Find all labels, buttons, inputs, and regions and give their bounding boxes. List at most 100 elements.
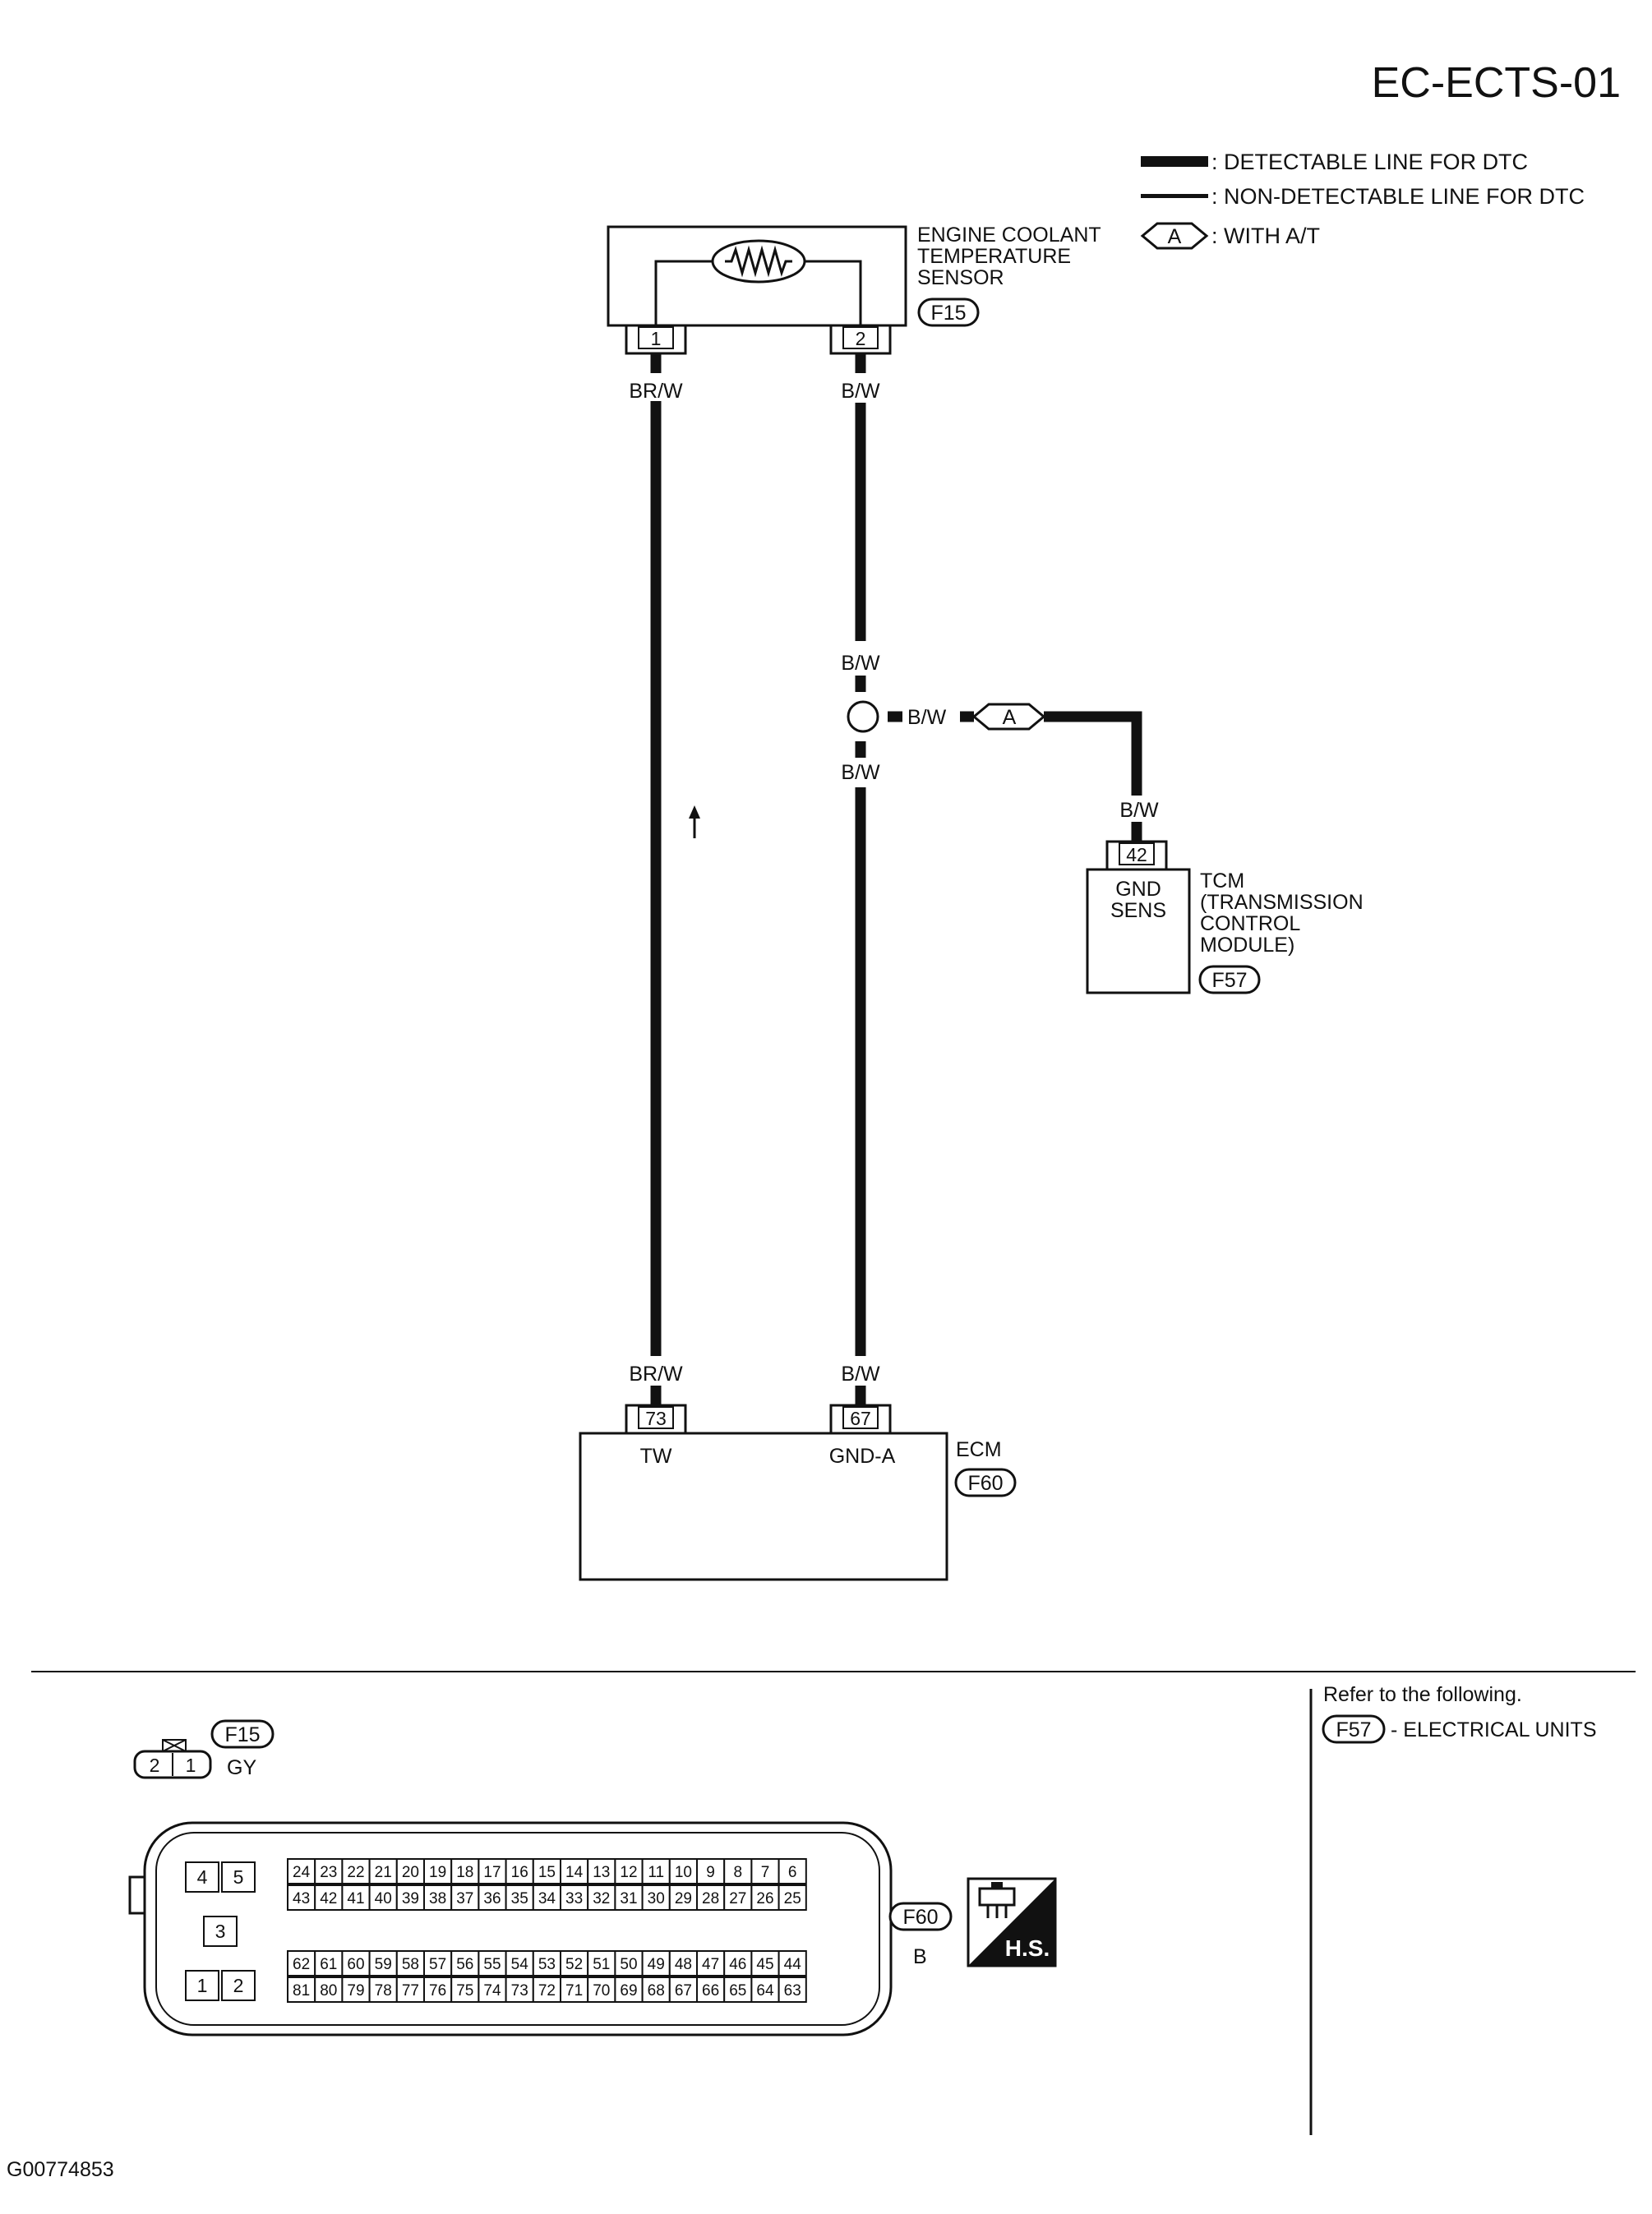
- f60-pin-label: 25: [784, 1890, 801, 1907]
- sensor-pin1-box: [638, 326, 674, 349]
- tcm-pin-box: [1119, 842, 1155, 865]
- f60-pin-label: 72: [538, 1982, 556, 2000]
- ground-wire-color-bottom: B/W: [841, 1363, 880, 1386]
- f60-pin-cell: [587, 1858, 616, 1884]
- page-title: EC-ECTS-01: [1372, 59, 1621, 107]
- f60-pin-label: 53: [538, 1956, 556, 1973]
- signal-wire-color-top: BR/W: [629, 380, 683, 403]
- f60-pin-cell: [505, 1950, 534, 1976]
- f60-pin-cell: [668, 1884, 698, 1911]
- ecm-pin67-box: [842, 1406, 879, 1429]
- f60-pin-cell: [696, 1858, 726, 1884]
- f60-pin-cell: [287, 1884, 316, 1911]
- connector-housing-icon: [978, 1882, 1016, 1918]
- tcm-terminal-line2: SENS: [1110, 899, 1166, 922]
- tcm-name-line2: (TRANSMISSION: [1200, 891, 1364, 914]
- f60-pin-label: 66: [702, 1982, 719, 2000]
- f60-pin-label: 18: [456, 1864, 473, 1881]
- f60-left-pin-label: 2: [233, 1975, 244, 1996]
- f60-pin-label: 7: [761, 1864, 770, 1881]
- tcm-branch-wire: [1044, 711, 1142, 796]
- legend-detectable-text: : DETECTABLE LINE FOR DTC: [1211, 150, 1528, 174]
- f60-pin-cell: [532, 1950, 561, 1976]
- f60-pin-label: 33: [565, 1890, 583, 1907]
- hs-label: H.S.: [1005, 1935, 1050, 1961]
- f60-left-pin-label: 5: [233, 1866, 244, 1888]
- f60-pin-label: 39: [402, 1890, 419, 1907]
- f60-pin-label: 22: [347, 1864, 364, 1881]
- f60-pin-cell: [423, 1976, 453, 2003]
- f60-pin-label: 37: [456, 1890, 473, 1907]
- tcm-terminal-line1: GND: [1115, 878, 1161, 901]
- f60-pin-label: 19: [429, 1864, 446, 1881]
- tcm-branch-color: B/W: [907, 706, 947, 729]
- f60-pin-label: 67: [675, 1982, 692, 2000]
- tcm-pin-label: 42: [1126, 844, 1147, 865]
- sensor-name-line2: TEMPERATURE: [917, 245, 1071, 268]
- f60-pin-label: 80: [320, 1982, 337, 2000]
- hs-symbol: H.S.: [967, 1877, 1057, 1967]
- sensor-connector-id: F15: [930, 302, 966, 325]
- f60-pin-cell: [395, 1950, 425, 1976]
- f60-pin-label: 81: [293, 1982, 310, 2000]
- f60-pin-cell: [478, 1950, 507, 1976]
- f60-pin-label: 56: [456, 1956, 473, 1973]
- f60-pin-label: 51: [593, 1956, 610, 1973]
- f60-pin-label: 21: [375, 1864, 392, 1881]
- f60-pin-cell: [750, 1976, 780, 2003]
- f60-pin-label: 27: [729, 1890, 746, 1907]
- f60-pin-cell: [505, 1858, 534, 1884]
- f60-pin-label: 28: [702, 1890, 719, 1907]
- sensor-pin2-box: [842, 326, 879, 349]
- f60-pin-label: 42: [320, 1890, 337, 1907]
- ecm-terminal-tw: TW: [640, 1445, 672, 1468]
- f15-view-id: F15: [224, 1723, 260, 1746]
- f60-pin-label: 43: [293, 1890, 310, 1907]
- f15-connector-view: 2 1 F15 GY: [133, 1719, 275, 1779]
- f60-pin-label: 31: [620, 1890, 637, 1907]
- f60-pin-label: 12: [620, 1864, 637, 1881]
- ecm: 73 67 TW GND-A ECM F60: [579, 1404, 1017, 1581]
- f60-pin-cell: [478, 1858, 507, 1884]
- f60-pin-label: 41: [347, 1890, 364, 1907]
- f60-pin-label: 23: [320, 1864, 337, 1881]
- ecm-name: ECM: [956, 1438, 1002, 1461]
- figure-id: G00774853: [7, 2158, 114, 2181]
- f60-left-pin-cell: [185, 1970, 219, 2001]
- f60-pin-label: 75: [456, 1982, 473, 2000]
- f60-pin-label: 29: [675, 1890, 692, 1907]
- f60-pin-cell: [341, 1884, 371, 1911]
- f60-pin-cell: [614, 1884, 644, 1911]
- f60-pin-cell: [368, 1976, 398, 2003]
- f60-pin-label: 76: [429, 1982, 446, 2000]
- f60-pin-label: 63: [784, 1982, 801, 2000]
- f60-pin-label: 15: [538, 1864, 556, 1881]
- sensor-name-line1: ENGINE COOLANT: [917, 224, 1101, 247]
- f60-pin-cell: [450, 1884, 480, 1911]
- f60-pin-cell: [696, 1884, 726, 1911]
- f60-pin-label: 60: [347, 1956, 364, 1973]
- ecm-pin67-label: 67: [850, 1408, 871, 1429]
- f60-pin-cell: [778, 1976, 807, 2003]
- f60-pin-label: 44: [784, 1956, 802, 1973]
- refer-connector-id: F57: [1336, 1718, 1371, 1741]
- f60-pin-label: 59: [375, 1956, 392, 1973]
- f60-pin-label: 64: [756, 1982, 774, 2000]
- coolant-temp-sensor: ENGINE COOLANT TEMPERATURE SENSOR F15 1 …: [607, 224, 1101, 355]
- ecm-pin73-box: [638, 1406, 674, 1429]
- f60-pin-label: 62: [293, 1956, 310, 1973]
- f60-pin-cell: [368, 1950, 398, 1976]
- refer-heading: Refer to the following.: [1323, 1683, 1522, 1706]
- f60-pin-cell: [750, 1858, 780, 1884]
- f60-left-pin-cell: [203, 1916, 238, 1947]
- f60-view-color: B: [913, 1945, 927, 1968]
- ecm-connector-id: F60: [967, 1472, 1003, 1495]
- tcm-wire-color: B/W: [1119, 799, 1159, 822]
- f60-pin-cell: [314, 1884, 344, 1911]
- legend-non-detectable-text: : NON-DETECTABLE LINE FOR DTC: [1211, 184, 1585, 209]
- f60-pin-label: 34: [538, 1890, 556, 1907]
- f60-pin-label: 68: [648, 1982, 665, 2000]
- f15-pin-b: 1: [186, 1755, 196, 1776]
- f60-left-pin-label: 3: [215, 1921, 226, 1942]
- refer-note: Refer to the following. F57 - ELECTRICAL…: [1322, 1683, 1597, 1744]
